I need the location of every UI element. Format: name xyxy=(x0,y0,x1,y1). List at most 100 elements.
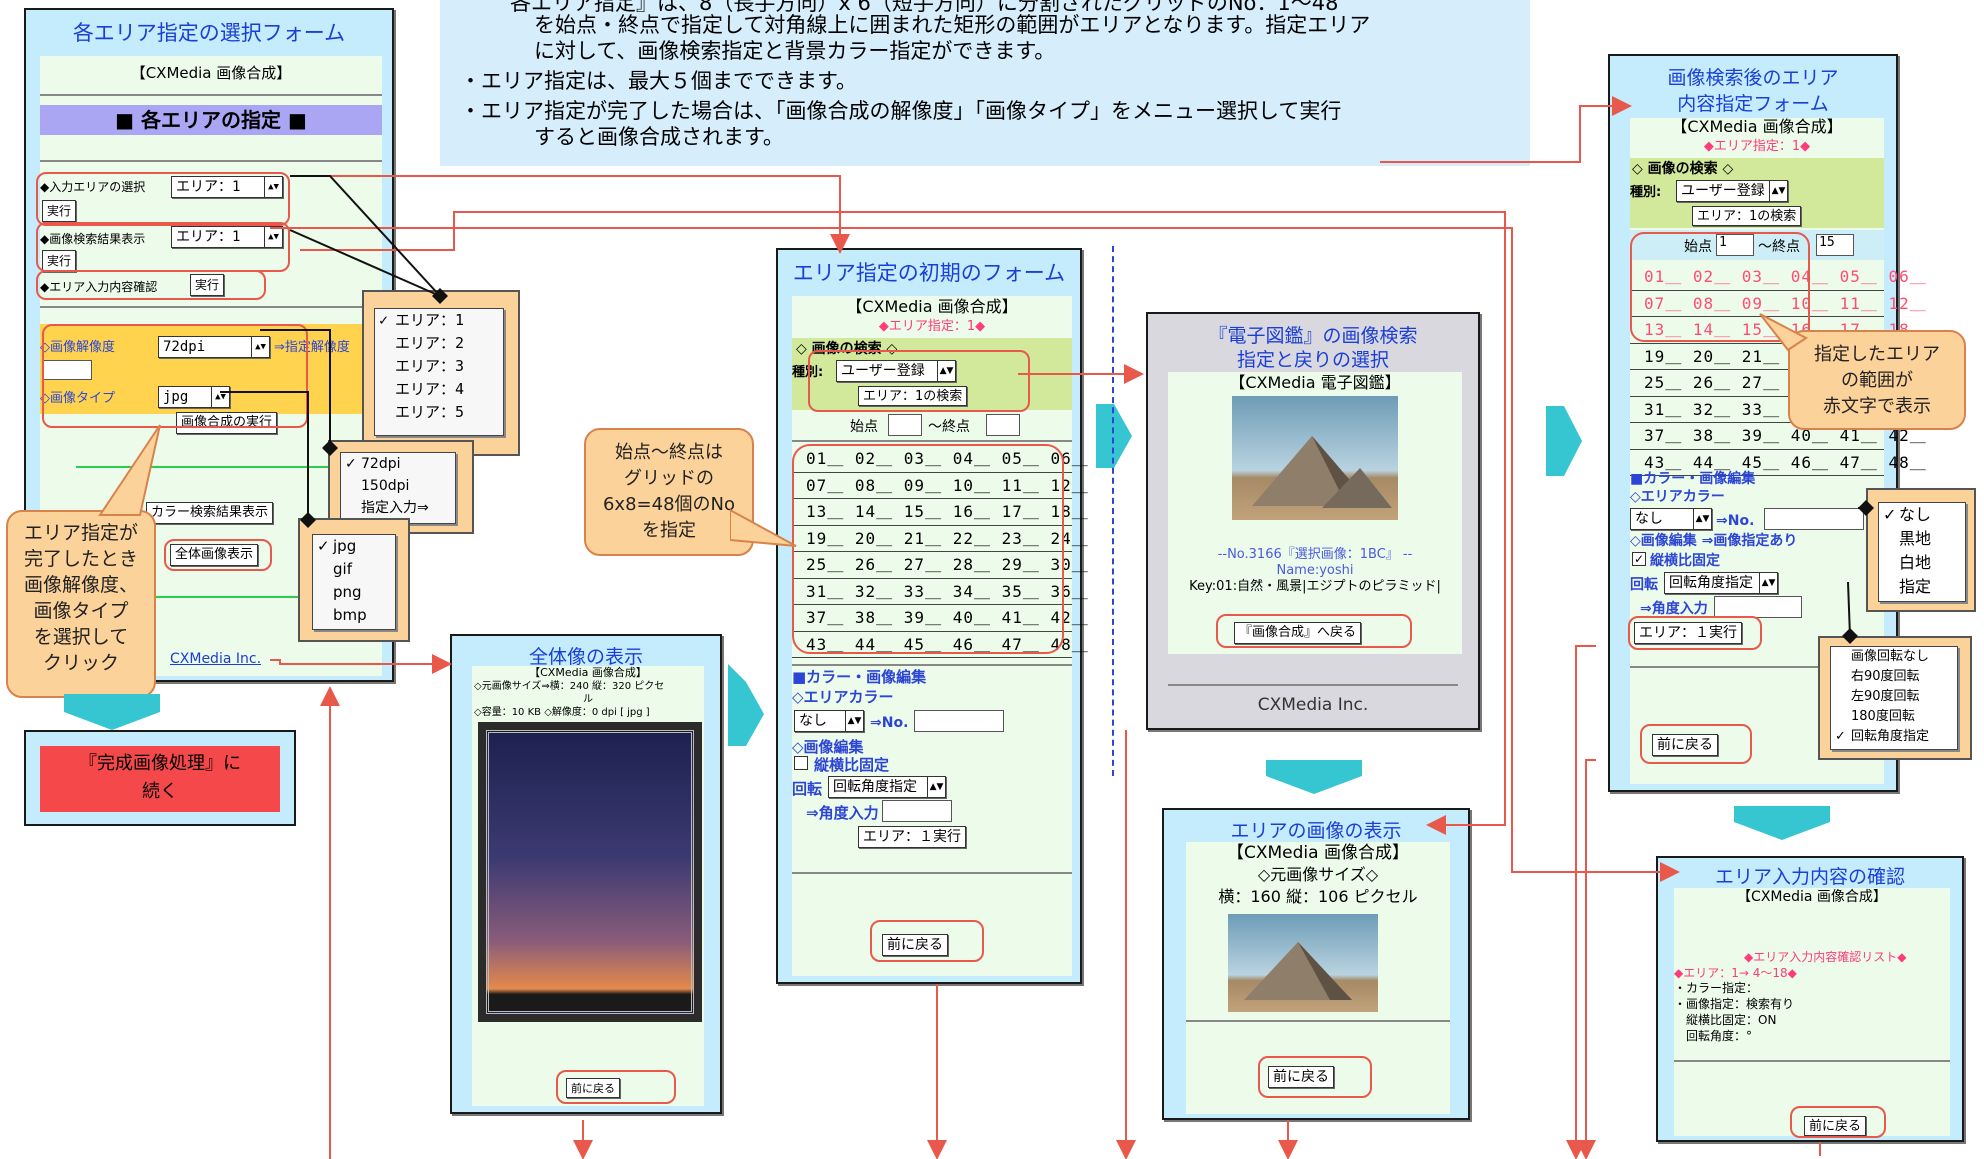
footer: CXMedia Inc. xyxy=(1257,695,1369,715)
full-image xyxy=(478,722,702,1022)
no-label: ⇒No. xyxy=(1716,513,1755,529)
menu-item[interactable]: 白地 xyxy=(1899,553,1932,572)
back-button[interactable]: 前に戻る xyxy=(566,1078,620,1098)
panel-title: 全体像の表示 xyxy=(528,646,643,668)
menu-item[interactable]: エリア：3 xyxy=(395,357,465,375)
full-image-button[interactable]: 全体画像表示 xyxy=(170,544,259,566)
dpi-menu[interactable]: 72dpi 150dpi 指定入力⇒ xyxy=(340,452,456,524)
footer-link[interactable]: CXMedia Inc. xyxy=(170,651,262,667)
form-header: 【CXMedia 画像合成】 xyxy=(130,64,292,82)
start-label: 始点 xyxy=(1684,239,1712,255)
color-menu[interactable]: なし 黒地 白地 指定 xyxy=(1878,502,1966,602)
color-edit: ■カラー・画像編集 xyxy=(792,668,927,686)
grid-row[interactable]: 07＿ 08＿ 09＿ 10＿ 11＿ 12＿ xyxy=(1630,291,1926,317)
search-button[interactable]: エリア：1の検索 xyxy=(1692,206,1802,226)
area-menu[interactable]: エリア：1 エリア：2 エリア：3 エリア：4 エリア：5 xyxy=(374,308,504,436)
menu-item[interactable]: bmp xyxy=(333,606,367,624)
no-input[interactable] xyxy=(1764,508,1864,530)
menu-item[interactable]: 画像回転なし xyxy=(1851,649,1930,664)
menu-item[interactable]: 指定 xyxy=(1899,577,1932,596)
grid-row[interactable]: 37＿ 38＿ 39＿ 40＿ 41＿ 42＿ xyxy=(1630,423,1926,450)
menu-item[interactable]: 回転角度指定 xyxy=(1831,727,1957,747)
dims-label: 横：160 縦：106 ピクセル xyxy=(1218,887,1418,906)
run-button[interactable]: 実行 xyxy=(42,250,77,272)
highlight-box xyxy=(1790,1106,1886,1138)
angle-input[interactable] xyxy=(882,800,952,822)
right-arrow-icon xyxy=(1546,406,1582,476)
image-result-label: ◆画像検索結果表示 xyxy=(40,232,146,246)
kind-label: 種別: xyxy=(1630,185,1662,200)
type-menu[interactable]: jpg gif png bmp xyxy=(312,534,396,630)
confirm-screen: 【CXMedia 画像合成】 ◆エリア入力内容確認リスト◆ ◆エリア：1→ 4～… xyxy=(1674,888,1950,1138)
area-screen: 【CXMedia 画像合成】 ◇元画像サイズ◇ 横：160 縦：106 ピクセル… xyxy=(1186,842,1450,1114)
grid-row[interactable]: 01＿ 02＿ 03＿ 04＿ 05＿ 06＿ xyxy=(1630,264,1926,291)
menu-item[interactable]: エリア：1 xyxy=(375,309,503,332)
type-select[interactable]: jpg▲▼ xyxy=(158,386,230,408)
menu-item[interactable]: 指定入力⇒ xyxy=(361,500,429,516)
panel-title: エリア指定の初期のフォーム xyxy=(792,261,1066,285)
menu-item[interactable]: gif xyxy=(333,560,352,578)
section-heading: ■ 各エリアの指定 ■ xyxy=(40,105,382,135)
start-input[interactable] xyxy=(888,414,922,436)
next-step-box: 『完成画像処理』に 続く xyxy=(40,746,280,812)
start-input[interactable]: 1 xyxy=(1716,234,1754,256)
rotate-menu[interactable]: 画像回転なし 右90度回転 左90度回転 180度回転 回転角度指定 xyxy=(1830,646,1958,750)
color-select[interactable]: なし▲▼ xyxy=(1630,508,1712,530)
rotate-select[interactable]: 回転角度指定▲▼ xyxy=(1664,572,1778,594)
run-button[interactable]: 実行 xyxy=(190,274,225,296)
grid[interactable]: 01＿ 02＿ 03＿ 04＿ 05＿ 06＿07＿ 08＿ 09＿ 10＿ 1… xyxy=(1630,264,1926,476)
menu-item[interactable]: 右90度回転 xyxy=(1851,669,1920,684)
no-input[interactable] xyxy=(914,710,1004,732)
menu-item[interactable]: 72dpi xyxy=(341,453,455,475)
highlight-box xyxy=(42,324,308,428)
color-edit: ■カラー・画像編集 xyxy=(1630,471,1756,487)
menu-item[interactable]: 黒地 xyxy=(1899,529,1932,548)
menu-item[interactable]: エリア：2 xyxy=(395,334,465,352)
aspect-checkbox[interactable] xyxy=(794,756,808,770)
callout-left: エリア指定が 完了したとき 画像解像度、 画像タイプ を選択して クリック xyxy=(6,510,156,698)
panel-title: 『電子図鑑』の画像検索 xyxy=(1208,325,1418,347)
menu-item[interactable]: png xyxy=(333,583,362,601)
panel-title: エリアの画像の表示 xyxy=(1230,820,1402,842)
start-label: 始点 xyxy=(850,419,878,435)
end-input[interactable] xyxy=(986,414,1020,436)
menu-item[interactable]: エリア：5 xyxy=(395,403,465,421)
end-input[interactable]: 15 xyxy=(1816,234,1854,256)
note-line: すると画像合成されます。 xyxy=(534,125,784,149)
run-button[interactable]: 実行 xyxy=(42,200,77,222)
kind-select[interactable]: ユーザー登録▲▼ xyxy=(1676,180,1788,202)
rotate-label: 回転 xyxy=(1630,577,1658,593)
highlight-box xyxy=(808,350,1030,412)
list-line: ・画像指定：検索有り xyxy=(1674,997,1795,1011)
down-arrow-icon xyxy=(64,694,160,730)
aspect-checkbox[interactable]: ✓ xyxy=(1632,552,1646,566)
menu-item[interactable]: なし xyxy=(1879,503,1965,527)
list-line: ・カラー指定： xyxy=(1674,981,1759,995)
area-select-1[interactable]: エリア：1▲▼ xyxy=(171,176,283,198)
highlight-box xyxy=(36,222,290,272)
list-title: ◆エリア入力内容確認リスト◆ xyxy=(1744,950,1907,964)
full-screen: 【CXMedia 画像合成】 ◇元画像サイズ⇒横：240 縦：320 ピクセ ル… xyxy=(472,666,704,1106)
meta-3: Key:01:自然・風景|エジプトのピラミッド| xyxy=(1189,579,1441,594)
menu-item[interactable]: jpg xyxy=(313,535,395,558)
grid-row[interactable]: 43＿ 44＿ 45＿ 46＿ 47＿ 48＿ xyxy=(1630,450,1926,476)
back-button[interactable]: 前に戻る xyxy=(1804,1116,1867,1136)
rotate-select[interactable]: 回転角度指定▲▼ xyxy=(828,776,946,798)
pyramid-icon xyxy=(1244,942,1352,1000)
angle-input[interactable] xyxy=(1714,596,1802,618)
menu-item[interactable]: 左90度回転 xyxy=(1851,689,1920,704)
full-image-panel: 全体像の表示 【CXMedia 画像合成】 ◇元画像サイズ⇒横：240 縦：32… xyxy=(450,634,722,1114)
area-run-button[interactable]: エリア：１実行 xyxy=(858,826,966,848)
menu-item[interactable]: 150dpi xyxy=(361,478,410,494)
panel-title: 指定と戻りの選択 xyxy=(1236,349,1389,371)
list-line: 回転角度：° xyxy=(1686,1029,1753,1043)
back-button[interactable]: 前に戻る xyxy=(882,934,948,956)
menu-item[interactable]: 180度回転 xyxy=(1851,709,1915,724)
init-screen: 【CXMedia 画像合成】 ◆エリア指定：1◆ ◇ 画像の検索 ◇ 種別: ユ… xyxy=(792,296,1088,976)
panel-title: 内容指定フォーム xyxy=(1677,93,1829,115)
menu-item[interactable]: エリア：4 xyxy=(395,380,465,398)
highlight-box xyxy=(1640,724,1752,764)
confirm-panel: エリア入力内容の確認 【CXMedia 画像合成】 ◆エリア入力内容確認リスト◆… xyxy=(1656,856,1964,1142)
back-button[interactable]: 前に戻る xyxy=(1268,1066,1334,1088)
color-select[interactable]: なし▲▼ xyxy=(794,710,864,732)
